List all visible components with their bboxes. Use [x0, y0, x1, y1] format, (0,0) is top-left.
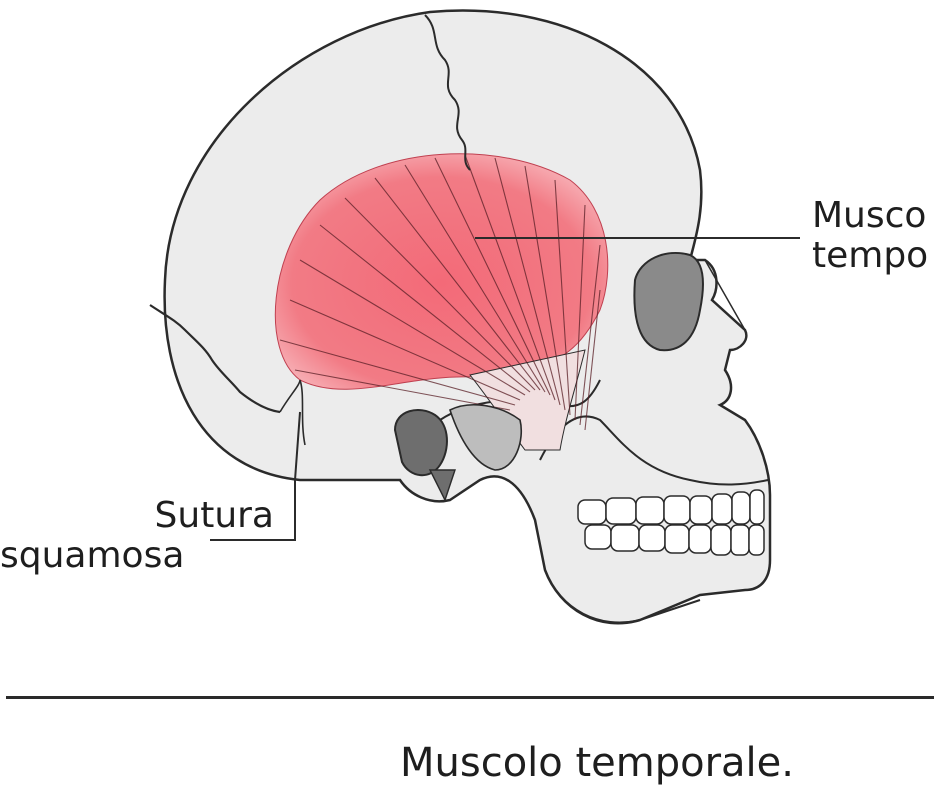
temporal-muscle-label-line1: Musco — [812, 196, 934, 236]
squamous-suture-label: Sutura squamosa — [74, 496, 274, 576]
figure-caption: Muscolo temporale. — [400, 740, 794, 786]
temporal-muscle-label-line2: tempo — [812, 236, 934, 276]
temporal-muscle-label: Musco tempo — [812, 196, 934, 276]
caption-divider — [6, 696, 934, 699]
ear-opening — [395, 410, 447, 475]
squamous-suture-label-line2: squamosa — [0, 536, 274, 576]
squamous-suture-label-line1: Sutura — [74, 496, 274, 536]
